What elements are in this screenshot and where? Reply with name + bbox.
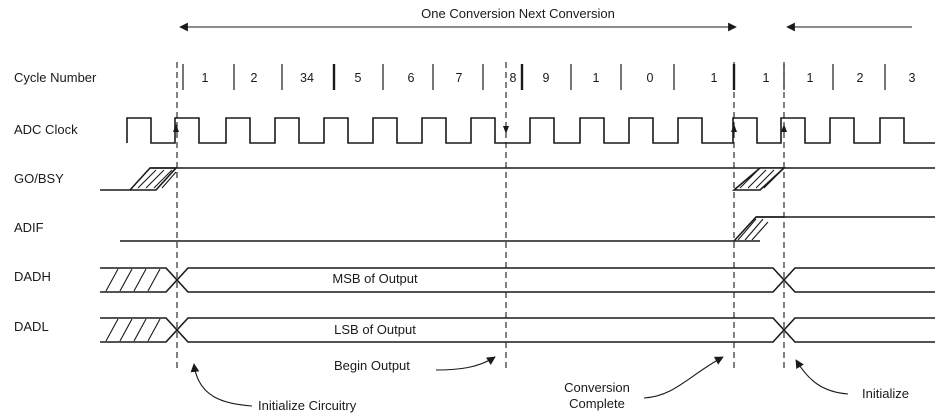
annotation-begin-output: Begin Output	[334, 356, 496, 373]
cycle-number: 1	[807, 71, 814, 85]
cycle-number: 0	[647, 71, 654, 85]
lsb-output-label: LSB of Output	[334, 322, 416, 337]
cycle-number: 2	[251, 71, 258, 85]
go-bsy-waveform	[100, 167, 935, 191]
cycle-number: 1	[763, 71, 770, 85]
dadh-bus: MSB of Output	[100, 267, 935, 293]
msb-output-label: MSB of Output	[332, 271, 418, 286]
cycle-number: 34	[300, 71, 314, 85]
clock-edge-arrow-up	[173, 124, 179, 132]
adc-clock-waveform	[126, 117, 935, 144]
initialize-label: Initialize	[862, 386, 909, 401]
cycle-number: 2	[857, 71, 864, 85]
annotation-initialize-circuitry: Initialize Circuitry	[190, 363, 357, 413]
cycle-number: 7	[456, 71, 463, 85]
clock-edge-arrow-down	[503, 126, 509, 134]
cycle-number: 5	[355, 71, 362, 85]
annotation-conversion-complete: Conversion Complete	[564, 356, 724, 411]
cycle-number: 8	[510, 71, 517, 85]
curved-arrow-icon	[795, 359, 849, 395]
cycle-number: 1	[711, 71, 718, 85]
conversion-span: One Conversion Next Conversion	[179, 6, 912, 32]
cycle-number: 1	[202, 71, 209, 85]
dadh-label: DADH	[14, 269, 51, 284]
cycle-number: 6	[408, 71, 415, 85]
cycle-number: 1	[593, 71, 600, 85]
curved-arrow-icon	[643, 356, 724, 399]
cycle-number-label: Cycle Number	[14, 70, 97, 85]
conversion-label: Conversion	[564, 380, 630, 395]
curved-arrow-icon	[190, 363, 253, 407]
adif-label: ADIF	[14, 220, 44, 235]
annotation-initialize: Initialize	[795, 359, 909, 401]
cycle-number: 9	[543, 71, 550, 85]
dadl-bus: LSB of Output	[100, 317, 935, 343]
dadl-label: DADL	[14, 319, 49, 334]
begin-output-label: Begin Output	[334, 358, 410, 373]
cycle-number: 3	[909, 71, 916, 85]
initialize-circuitry-label: Initialize Circuitry	[258, 398, 357, 413]
adif-waveform	[120, 216, 935, 242]
conversion-header-label: One Conversion Next Conversion	[421, 6, 615, 21]
curved-arrow-icon	[435, 356, 496, 371]
complete-label: Complete	[569, 396, 625, 411]
go-bsy-label: GO/BSY	[14, 171, 64, 186]
adc-clock-label: ADC Clock	[14, 122, 78, 137]
